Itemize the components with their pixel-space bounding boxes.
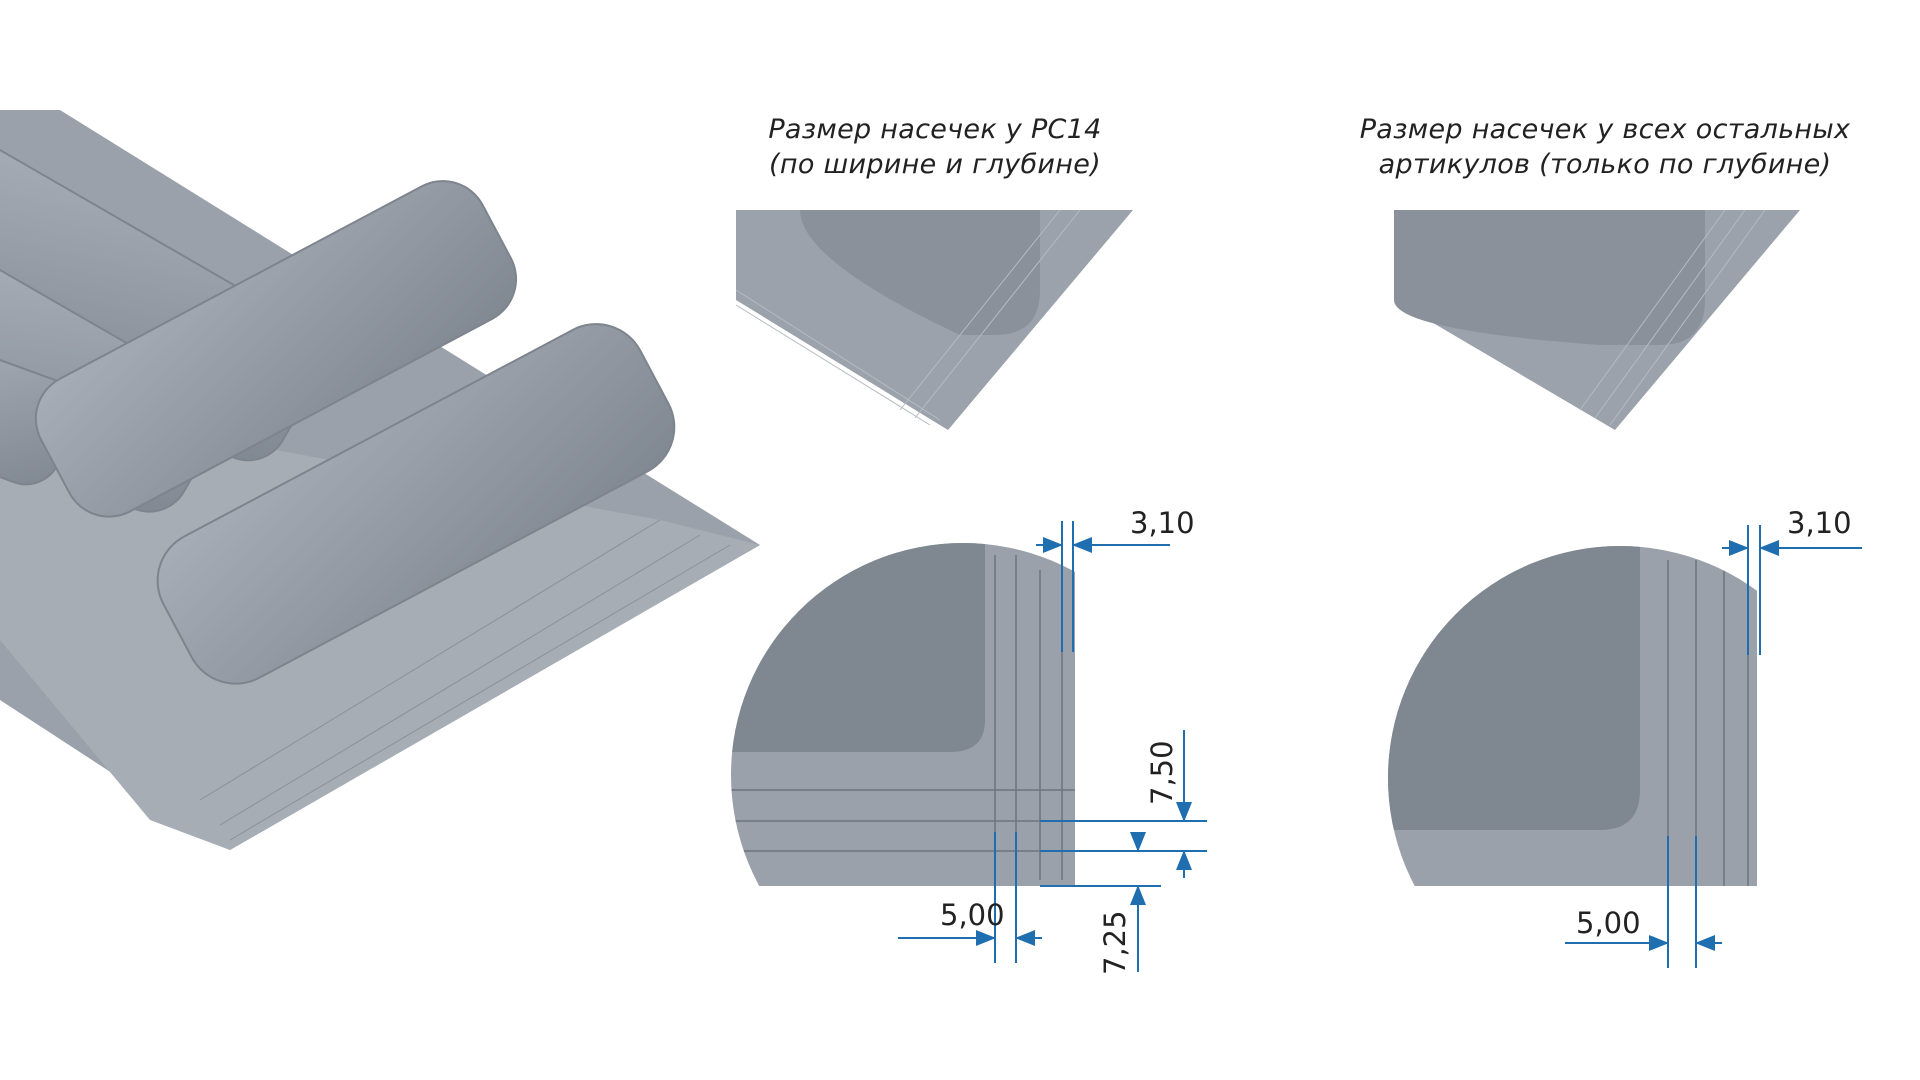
title-pc14-line2: (по ширине и глубине) (769, 149, 1101, 180)
detail-photo-pc14 (735, 209, 1133, 430)
title-pc14-line1: Размер насечек у РС14 (768, 114, 1102, 145)
tray-photo (0, 110, 760, 850)
title-others-line2: артикулов (только по глубине) (1378, 149, 1832, 180)
dimension-lines-pc14 (898, 521, 1207, 972)
title-pc14: Размер насечек у РС14 (по ширине и глуби… (700, 112, 1170, 182)
detail-photo-others (1394, 209, 1800, 430)
dim-pc14-depth-pitch: 7,50 (1145, 740, 1179, 805)
dim-pc14-width-pitch: 5,00 (940, 898, 1005, 932)
dim-pc14-depth-notch: 7,25 (1098, 910, 1132, 975)
magnified-corner-others (1388, 546, 1852, 1010)
dim-pc14-width-notch: 3,10 (1130, 506, 1195, 540)
title-others: Размер насечек у всех остальных артикуло… (1320, 112, 1890, 182)
dimension-lines-others (1565, 525, 1862, 968)
dim-others-width-pitch: 5,00 (1576, 906, 1641, 940)
magnified-corner-pc14 (731, 543, 1195, 1007)
title-others-line1: Размер насечек у всех остальных (1359, 114, 1851, 145)
dim-others-width-notch: 3,10 (1787, 506, 1852, 540)
